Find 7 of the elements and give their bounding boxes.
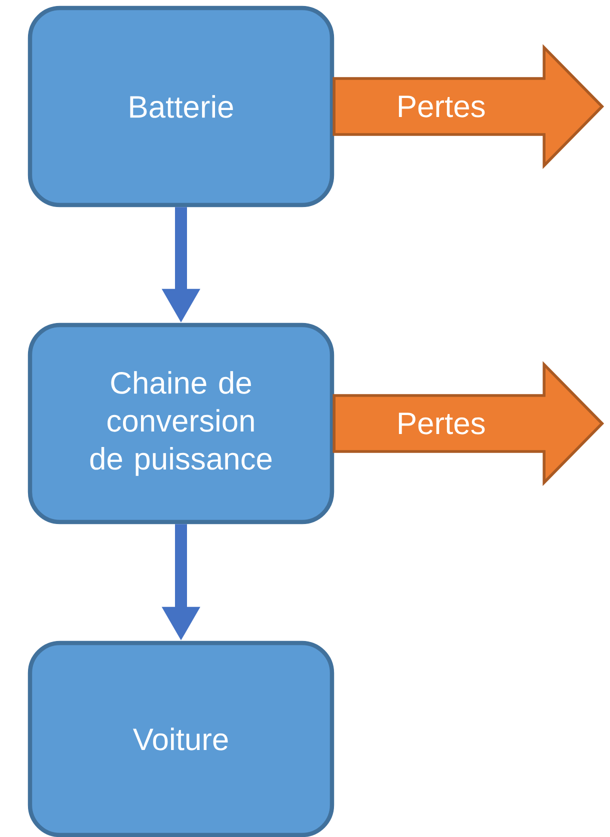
process-box: Voiture (28, 640, 334, 837)
block-arrow (332, 361, 604, 486)
block-arrow (332, 44, 604, 169)
edge-label: Pertes (398, 96, 485, 118)
edge-label: Pertes (398, 412, 485, 434)
process-box: Chaine de conversion de puissance (28, 322, 334, 524)
process-box: Batterie (28, 6, 334, 208)
